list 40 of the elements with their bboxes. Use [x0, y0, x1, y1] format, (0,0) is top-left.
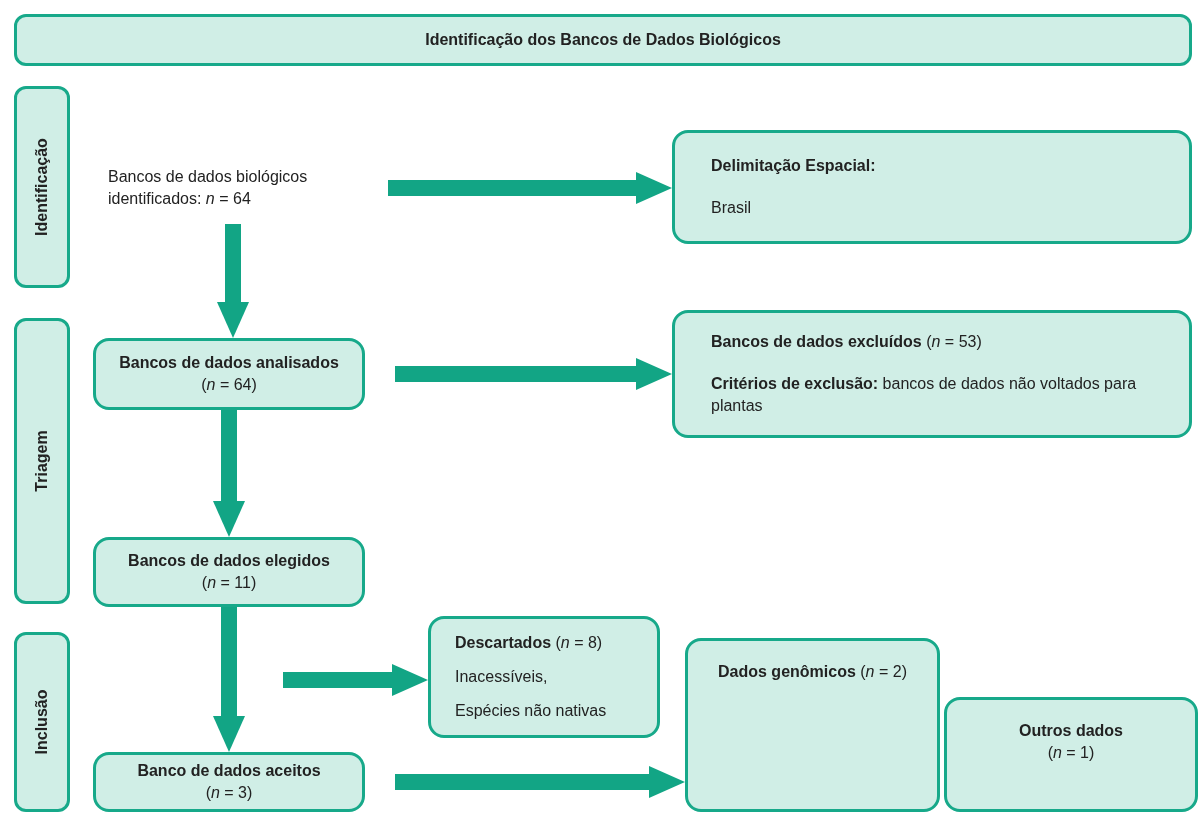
arrow [213, 607, 245, 752]
node-text: Espécies não nativas [455, 701, 608, 721]
node-text: Inclusão [32, 689, 51, 755]
node-text: Descartados (n = 8) [455, 633, 604, 653]
node-text: Outros dados [1019, 721, 1123, 741]
node-text: (n = 11) [201, 573, 257, 593]
arrow [395, 766, 685, 798]
node-text: Inacessíveis, [455, 667, 549, 687]
node-text: Delimitação Espacial: [711, 156, 877, 176]
stage-label-box [14, 632, 70, 812]
node-text: Brasil [711, 198, 752, 218]
result-box [685, 638, 940, 812]
node-text: Bancos de dados analisados [119, 353, 339, 373]
stage-label-box [14, 86, 70, 288]
node-text: Dados genômicos (n = 2) [718, 662, 907, 682]
node-text: Bancos de dados excluídos (n = 53) [711, 332, 983, 352]
node-text: (n = 64) [201, 375, 257, 395]
node-text: Triagem [32, 430, 51, 492]
arrow [213, 410, 245, 537]
excluded-box [672, 310, 1192, 438]
process-box [93, 338, 365, 410]
arrow [395, 358, 672, 390]
node-text: (n = 1) [1047, 743, 1095, 763]
process-box [93, 537, 365, 607]
node-text: Bancos de dados elegidos [128, 551, 330, 571]
node-text: Bancos de dados biológicos identificados: n = 64 [108, 167, 309, 209]
node-text: (n = 3) [205, 783, 253, 803]
node-text: Critérios de exclusão: bancos de dados não voltados para plantas [711, 374, 1138, 416]
arrow [283, 664, 428, 696]
title-band [14, 14, 1192, 66]
process-box [93, 752, 365, 812]
criteria-box [672, 130, 1192, 244]
discarded-box [428, 616, 660, 738]
node-text: Identificação dos Bancos de Dados Biológicos [425, 30, 781, 50]
node-text: Identificação [32, 138, 51, 236]
node-text: Banco de dados aceitos [137, 761, 321, 781]
arrow [217, 224, 249, 338]
arrow [388, 172, 672, 204]
stage-label-box [14, 318, 70, 604]
result-box [944, 697, 1198, 812]
